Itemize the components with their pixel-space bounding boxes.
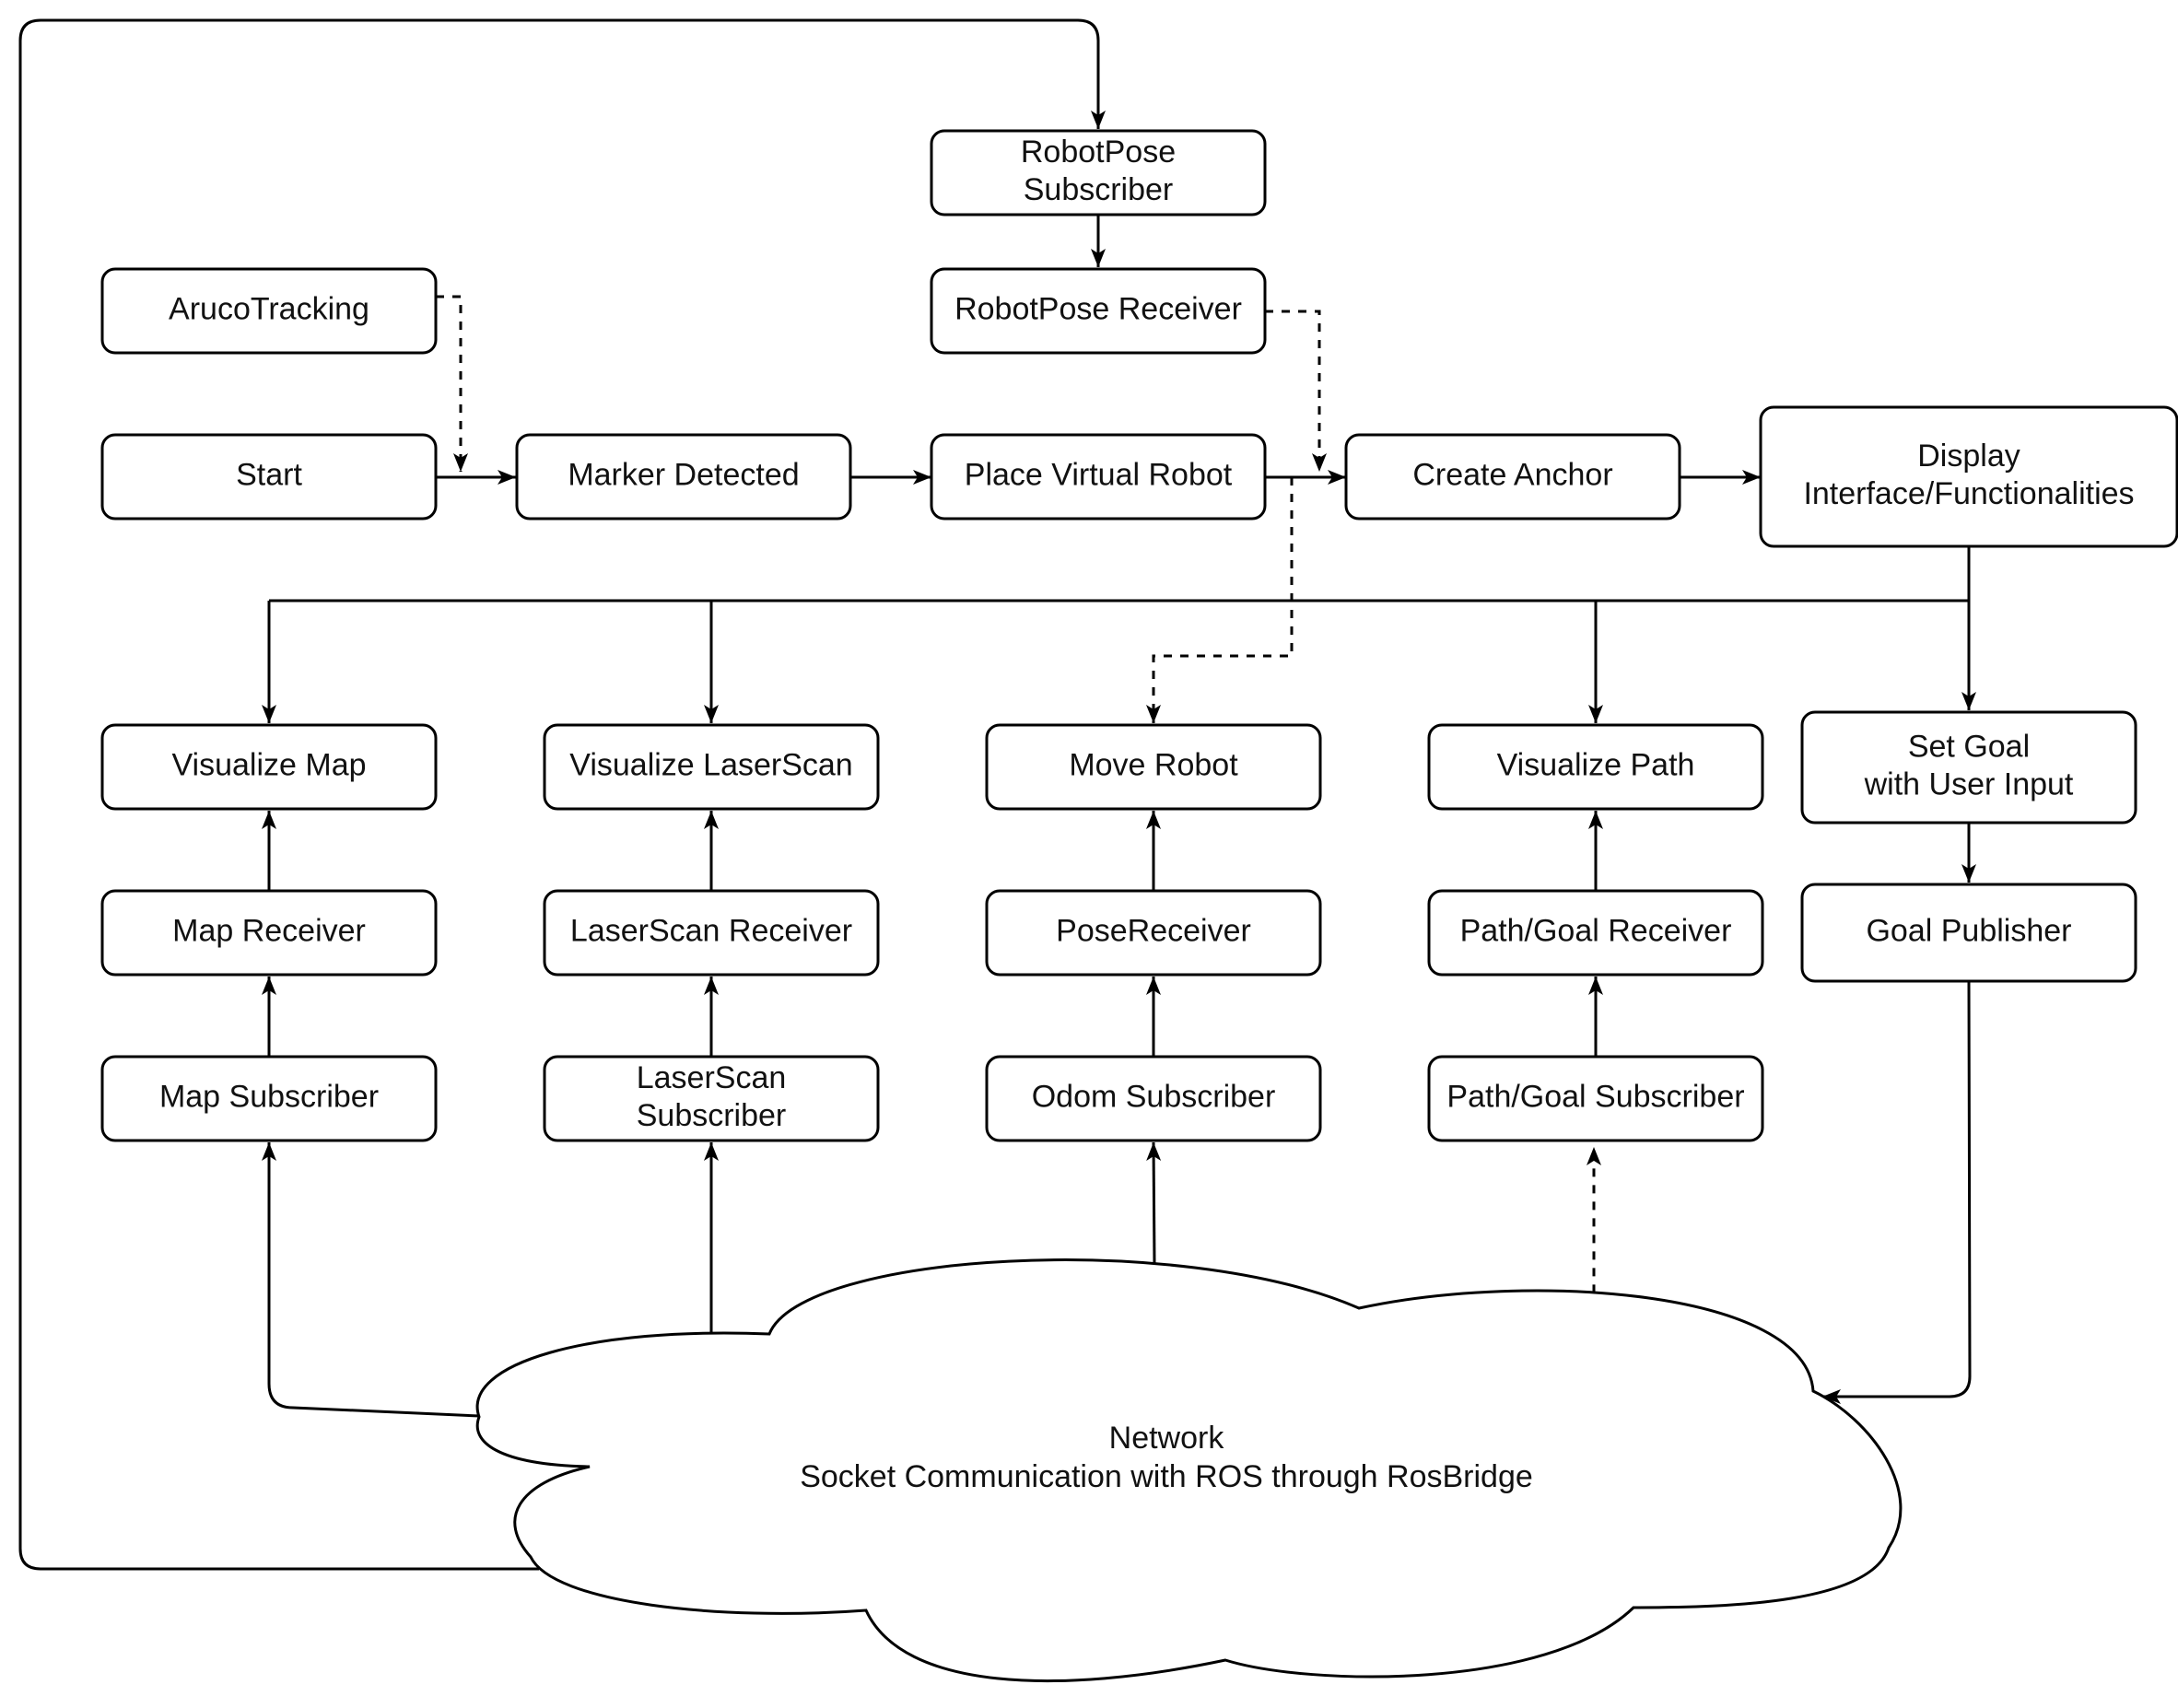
node-box: [1344, 433, 1681, 521]
network-cloud: Network Socket Communication with ROS th…: [475, 1258, 1903, 1683]
node-visualize-path: Visualize Path: [1427, 723, 1764, 811]
node-label: Goal Publisher: [1866, 913, 2071, 948]
cloud-subtitle: Socket Communication with ROS through Ro…: [800, 1459, 1533, 1494]
node-map-subscriber: Map Subscriber: [100, 1055, 438, 1142]
edge-place-virtual-robot-to-move-robot: [1146, 477, 1294, 723]
node-box: [930, 129, 1267, 216]
node-label: RobotPose: [1021, 135, 1176, 170]
node-marker-detected: Marker Detected: [515, 433, 852, 521]
node-laserscan-receiver: LaserScan Receiver: [543, 889, 880, 977]
node-box: [930, 267, 1267, 355]
node-box: [543, 1055, 880, 1142]
node-label: Visualize LaserScan: [569, 747, 852, 782]
node-pose-receiver: PoseReceiver: [985, 889, 1322, 977]
node-label: Path/Goal Subscriber: [1446, 1079, 1744, 1114]
node-aruco-tracking: ArucoTracking: [100, 267, 438, 355]
node-box: [100, 889, 438, 977]
node-box: [1800, 710, 2137, 825]
node-box: [100, 1055, 438, 1142]
node-box: [1427, 1055, 1764, 1142]
cloud-title: Network: [1109, 1421, 1225, 1456]
node-visualize-laserscan: Visualize LaserScan: [543, 723, 880, 811]
node-label: with User Input: [1864, 766, 2074, 801]
node-label: ArucoTracking: [169, 291, 369, 326]
edge-network-to-map-subscriber: [262, 1142, 480, 1418]
node-create-anchor: Create Anchor: [1344, 433, 1681, 521]
node-box: [930, 433, 1267, 521]
node-box: [543, 723, 880, 811]
node-label: Interface/Functionalities: [1803, 476, 2134, 511]
node-odom-subscriber: Odom Subscriber: [985, 1055, 1322, 1142]
node-place-virtual-robot: Place Virtual Robot: [930, 433, 1267, 521]
node-label: PoseReceiver: [1056, 913, 1251, 948]
node-box: [1800, 883, 2137, 983]
cloud-shape: [475, 1258, 1903, 1683]
node-box: [100, 267, 438, 355]
node-label: LaserScan Receiver: [570, 913, 852, 948]
node-label: Move Robot: [1069, 747, 1238, 782]
node-box: [515, 433, 852, 521]
node-label: Create Anchor: [1412, 457, 1612, 492]
node-robotpose-receiver: RobotPose Receiver: [930, 267, 1267, 355]
node-label: Odom Subscriber: [1032, 1079, 1276, 1114]
edges: [18, 18, 1976, 1571]
node-box: [985, 1055, 1322, 1142]
node-label: Subscriber: [637, 1098, 787, 1133]
node-label: Set Goal: [1908, 729, 2030, 764]
edge-goal-publisher-to-network: [1822, 980, 1972, 1404]
node-start: Start: [100, 433, 438, 521]
node-box: [1759, 405, 2178, 548]
node-pathgoal-subscriber: Path/Goal Subscriber: [1427, 1055, 1764, 1142]
node-goal-publisher: Goal Publisher: [1800, 883, 2137, 983]
node-box: [985, 889, 1322, 977]
node-box: [1427, 723, 1764, 811]
node-visualize-map: Visualize Map: [100, 723, 438, 811]
node-pathgoal-receiver: Path/Goal Receiver: [1427, 889, 1764, 977]
node-label: Display: [1917, 439, 2020, 474]
node-label: Subscriber: [1024, 172, 1174, 207]
node-label: LaserScan: [637, 1060, 787, 1095]
node-label: Path/Goal Receiver: [1460, 913, 1732, 948]
node-label: Visualize Path: [1497, 747, 1695, 782]
node-box: [100, 723, 438, 811]
node-label: Map Receiver: [172, 913, 366, 948]
node-box: [985, 723, 1322, 811]
edge-network-to-odom-subscriber: [1146, 1141, 1162, 1265]
edge-network-to-robotpose-subscriber: [18, 18, 1106, 1571]
node-box: [543, 889, 880, 977]
node-label: Map Subscriber: [159, 1079, 379, 1114]
node-map-receiver: Map Receiver: [100, 889, 438, 977]
node-label: Place Virtual Robot: [965, 457, 1233, 492]
node-box: [1427, 889, 1764, 977]
node-move-robot: Move Robot: [985, 723, 1322, 811]
edge-aruco-to-marker-detected: [436, 295, 468, 472]
node-label: Start: [236, 457, 302, 492]
node-label: Visualize Map: [171, 747, 366, 782]
edge-display-bus: [269, 546, 1971, 602]
edge-robotpose-receiver-to-create-anchor: [1265, 310, 1327, 472]
node-box: [100, 433, 438, 521]
node-label: Marker Detected: [568, 457, 799, 492]
node-label: RobotPose Receiver: [954, 291, 1242, 326]
